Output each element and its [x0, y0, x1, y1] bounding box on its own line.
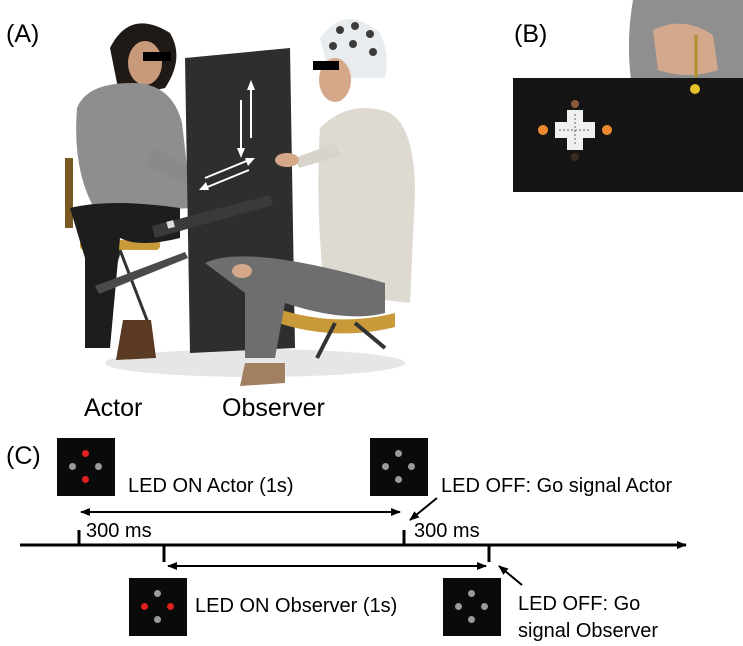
led-right	[602, 125, 612, 135]
led-box-observer-on	[129, 578, 187, 636]
photo-experimental-setup	[55, 8, 430, 398]
led-top	[571, 100, 579, 108]
led-box-actor-off	[370, 438, 428, 496]
panel-a-label: (A)	[6, 20, 40, 48]
actor-off-pointer	[409, 497, 438, 521]
led-dot-bottom	[468, 616, 475, 623]
led-board-illustration	[513, 0, 743, 192]
led-dot-top	[154, 590, 161, 597]
actor-boot	[116, 320, 156, 360]
led-off-actor-label: LED OFF: Go signal Actor	[441, 475, 673, 497]
led-on-actor-label: LED ON Actor (1s)	[128, 475, 294, 497]
actor-label: Actor	[84, 394, 143, 422]
observer-off-pointer	[498, 565, 523, 586]
led-box-actor-on	[57, 438, 115, 496]
led-dot-right-active	[167, 603, 174, 610]
actor-legs	[70, 203, 180, 348]
observer-legs	[205, 256, 385, 358]
observer-hoodie	[318, 108, 415, 303]
actor-eye-bar	[143, 52, 171, 61]
led-off-observer-label-line1: LED OFF: Go	[518, 593, 641, 615]
observer-chair-seat	[275, 308, 395, 334]
led-on-observer-label: LED ON Observer (1s)	[195, 595, 398, 617]
led-dot-bottom	[395, 476, 402, 483]
observer-label: Observer	[222, 394, 325, 422]
led-dot-left	[455, 603, 462, 610]
led-dot-top	[395, 450, 402, 457]
yellow-marker	[690, 84, 700, 94]
actor-chair-back	[65, 158, 73, 228]
led-dot-left-active	[141, 603, 148, 610]
delay-left-label: 300 ms	[86, 520, 152, 542]
observer-eye-bar	[313, 61, 339, 70]
photo-led-board-closeup	[513, 0, 743, 192]
panel-b-label: (B)	[514, 20, 548, 48]
led-dot-top	[468, 590, 475, 597]
led-dot-top-active	[82, 450, 89, 457]
observer-shoe	[240, 363, 285, 386]
led-dot-right	[95, 463, 102, 470]
led-dot-left	[69, 463, 76, 470]
led-bottom	[571, 153, 579, 161]
led-left	[538, 125, 548, 135]
led-box-observer-off	[443, 578, 501, 636]
panel-c-label: (C)	[6, 442, 41, 470]
actor-hoodie	[76, 83, 192, 213]
led-dot-bottom	[154, 616, 161, 623]
led-dot-left	[382, 463, 389, 470]
observer-pointing-hand	[275, 153, 299, 167]
led-cross-small	[166, 220, 175, 229]
led-off-observer-label-line2: signal Observer	[518, 620, 659, 642]
board-surface	[513, 78, 743, 192]
setup-illustration	[65, 19, 415, 386]
led-dot-right	[408, 463, 415, 470]
led-dot-bottom-active	[82, 476, 89, 483]
led-dot-right	[481, 603, 488, 610]
horizontal-board	[152, 195, 273, 238]
hand	[653, 23, 718, 76]
delay-right-label: 300 ms	[414, 520, 480, 542]
